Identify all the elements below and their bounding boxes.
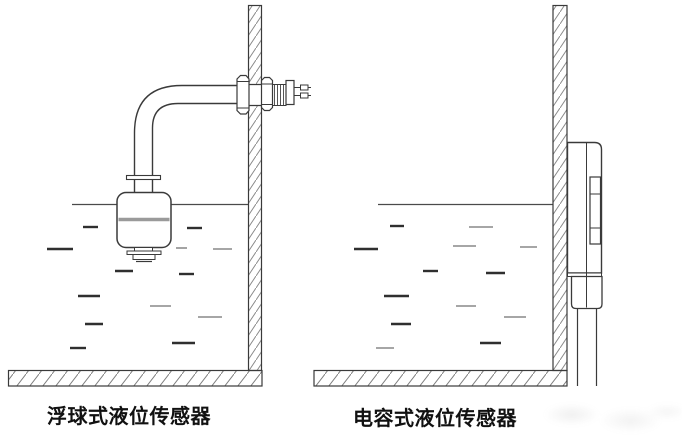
water-marks-right [354,224,537,349]
caption-capacitive-sensor: 电容式液位传感器 [353,406,517,430]
caption-float-sensor: 浮球式液位传感器 [47,404,211,428]
flange-chamfer-lines [237,81,249,109]
tank-wall-left [247,4,263,372]
lock-nut [260,76,274,112]
sensor-probe [576,308,598,386]
elbow-pipe [133,84,237,176]
mounting-flange [236,74,250,115]
water-marks-left [47,225,232,350]
lock-nut-chamfer-lines [261,83,273,105]
terminal-block [285,79,295,106]
wall-penetration [246,84,263,106]
float-sensor-figure [7,4,311,387]
wire-leads [294,84,311,99]
pipe-collar [125,174,162,181]
threaded-stud [272,84,287,106]
capacitive-sensor-figure [313,4,603,387]
sensor-window-dividers [590,193,601,229]
tank-floor-right [313,369,568,387]
sensor-window [589,176,602,245]
tank-wall-right [552,4,568,372]
float-bottom-weight [126,247,162,263]
tank-floor-left [7,369,263,387]
pipe-stub [133,179,154,193]
